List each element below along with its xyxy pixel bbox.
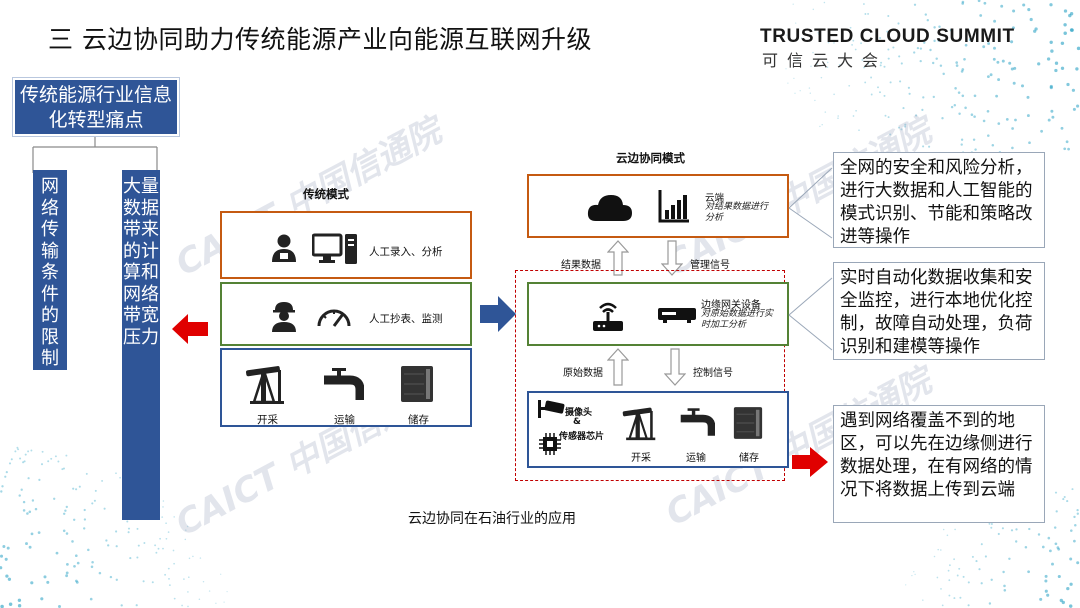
- traditional-row-analysis: 人工录入、分析: [220, 211, 472, 279]
- red-arrow-left-icon: [172, 314, 208, 344]
- item-storage-label: 储存: [408, 414, 429, 426]
- computer-icon: [312, 233, 357, 264]
- bracket-connector: [32, 137, 158, 173]
- worker-helmet-icon: [272, 302, 296, 332]
- cloud-tier-box: 云端 对结果数据进行分析: [527, 174, 789, 238]
- edge-zone-dashed-frame: [515, 270, 785, 481]
- item-mining-label: 开采: [631, 453, 651, 464]
- security-camera-icon: [538, 400, 565, 418]
- storage-tank-icon: [401, 366, 433, 402]
- router-icon: [593, 302, 623, 331]
- sensor-chip-icon: [539, 433, 561, 455]
- storage-tank-icon: [733, 407, 763, 439]
- gateway-device-icon: [658, 308, 696, 323]
- edge-gateway-title: 边缘网关设备: [701, 300, 761, 311]
- traditional-row-monitor: 人工抄表、监测: [220, 282, 472, 346]
- camera-label: 摄像头: [565, 408, 593, 418]
- manual-meter-label: 人工抄表、监测: [369, 313, 443, 325]
- arrow-down-manage-icon: [661, 240, 683, 276]
- control-signal-label: 控制信号: [693, 368, 733, 379]
- manage-signal-label: 管理信号: [690, 260, 730, 271]
- cloud-icon: [587, 195, 632, 221]
- ampersand-label: &: [573, 417, 581, 427]
- item-storage-label: 储存: [739, 453, 759, 464]
- result-data-label: 结果数据: [561, 260, 601, 271]
- cloud-note: 对结果数据进行分析: [705, 202, 769, 223]
- edge-gateway-note: 对原始数据进行实时加工分析: [701, 309, 774, 330]
- brand-name-en: TRUSTED CLOUD SUMMIT: [760, 26, 1015, 47]
- edge-gateway-box: 边缘网关设备 对原始数据进行实时加工分析: [527, 282, 789, 346]
- arrow-up-result-icon: [607, 240, 629, 276]
- pipeline-valve-icon: [324, 368, 364, 400]
- item-transport-label: 运输: [334, 414, 355, 426]
- manual-entry-label: 人工录入、分析: [369, 246, 443, 258]
- pain-point-network-limit: 网络传输条件的限制: [33, 170, 67, 370]
- traditional-mode-heading: 传统模式: [303, 187, 349, 201]
- connector-lines: [788, 167, 833, 351]
- pipeline-valve-icon: [680, 408, 715, 436]
- pain-points-heading-box: 传统能源行业信息化转型痛点: [12, 77, 180, 137]
- operator-person-icon: [272, 234, 296, 262]
- red-arrow-right-icon: [792, 447, 828, 477]
- item-transport-label: 运输: [686, 453, 706, 464]
- arrow-up-raw-icon: [607, 348, 629, 386]
- offline-description-box: 遇到网络覆盖不到的地区，可以先在边缘侧进行数据处理，在有网络的情况下将数据上传到…: [833, 405, 1045, 523]
- decor-dots-bottom-left: [0, 446, 228, 608]
- cloud-title: 云端: [705, 193, 725, 204]
- oil-pump-jack-icon: [246, 366, 284, 404]
- brand-name-cn: 可信云大会: [762, 51, 888, 70]
- raw-data-label: 原始数据: [563, 368, 603, 379]
- analytics-chart-icon: [658, 190, 689, 223]
- edge-devices-box: 摄像头 & 传感器芯片 开采 运输 储存: [527, 391, 789, 468]
- traditional-row-operations: 开采 运输 储存: [220, 348, 472, 427]
- item-mining-label: 开采: [257, 414, 278, 426]
- decor-dots-top-right: [785, 0, 1080, 160]
- gauge-meter-icon: [317, 309, 351, 327]
- diagram-caption: 云边协同在石油行业的应用: [408, 511, 576, 527]
- sensor-chip-label: 传感器芯片: [559, 432, 605, 442]
- cloud-edge-mode-heading: 云边协同模式: [616, 151, 685, 165]
- pain-points-heading: 传统能源行业信息化转型痛点: [15, 80, 177, 134]
- edge-description-box: 实时自动化数据收集和安全监控，进行本地优化控制，故障自动处理，负荷识别和建模等操…: [833, 262, 1045, 360]
- oil-pump-jack-icon: [622, 407, 656, 441]
- blue-arrow-right-icon: [480, 296, 516, 332]
- cloud-description-box: 全网的安全和风险分析，进行大数据和人工智能的模式识别、节能和策略改进等操作: [833, 152, 1045, 248]
- page-title: 三 云边协同助力传统能源产业向能源互联网升级: [48, 25, 592, 54]
- arrow-down-control-icon: [664, 348, 686, 386]
- pain-point-compute-pressure: 大量数据带来的计算和网络带宽压力: [122, 170, 160, 520]
